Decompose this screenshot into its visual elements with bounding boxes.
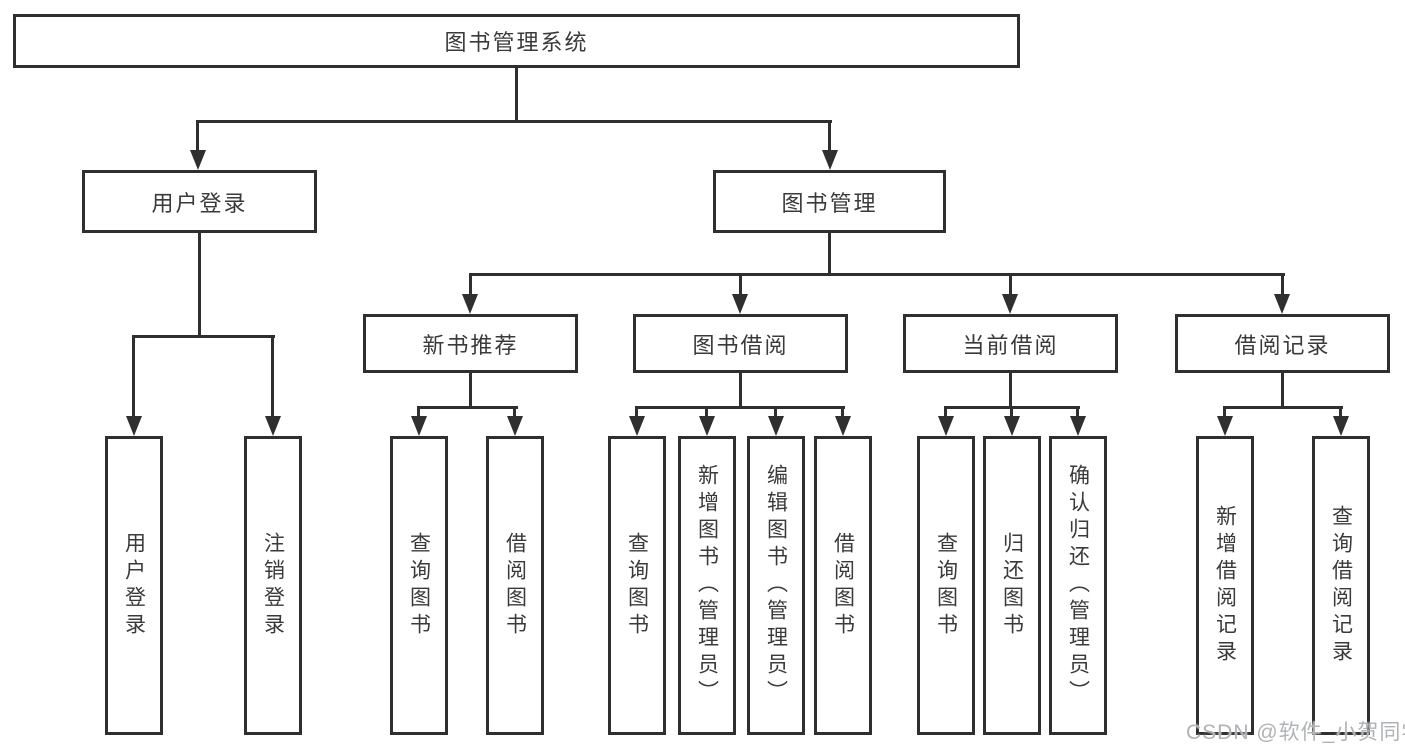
- node-borrowing-records: 借阅记录: [1175, 314, 1390, 373]
- arrow-down-icon: [732, 294, 748, 314]
- node-new-book-recommend: 新书推荐: [363, 314, 578, 373]
- leaf-confirm-return-admin: 确认归还（管理员）: [1049, 436, 1107, 735]
- node-borrowing-records-label: 借阅记录: [1234, 332, 1331, 358]
- connector-new-book-rail: [418, 406, 518, 409]
- node-current-borrowing-label: 当前借阅: [962, 332, 1059, 358]
- connector-drop: [705, 406, 708, 420]
- leaf-confirm-return-admin-label: 确认归还（管理员）: [1066, 464, 1090, 707]
- arrow-down-icon: [1070, 416, 1086, 436]
- connector-book-borrowing-rail: [636, 406, 845, 409]
- node-user-login-label: 用户登录: [151, 190, 248, 216]
- connector-root-stem: [515, 68, 518, 123]
- connector-borrowing-records-rail: [1224, 406, 1343, 409]
- arrow-down-icon: [265, 416, 281, 436]
- connector-to-leaf-logout: [271, 335, 274, 419]
- connector-to-book-management: [828, 120, 831, 153]
- connector-borrowing-records-stem: [1281, 373, 1284, 409]
- node-user-login: 用户登录: [82, 170, 317, 233]
- arrow-down-icon: [938, 416, 954, 436]
- connector-current-borrowing-stem: [1009, 373, 1012, 409]
- node-current-borrowing: 当前借阅: [903, 314, 1118, 373]
- connector-drop: [1339, 406, 1342, 420]
- connector-modules-rail: [469, 273, 1285, 276]
- connector-drop: [417, 406, 420, 420]
- node-new-book-recommend-label: 新书推荐: [422, 332, 519, 358]
- connector-drop: [1076, 406, 1079, 420]
- arrow-down-icon: [822, 150, 838, 170]
- connector-to-borrowing-records: [1281, 273, 1284, 297]
- leaf-return-books: 归还图书: [983, 436, 1041, 735]
- node-book-management: 图书管理: [713, 170, 946, 233]
- connector-drop: [1223, 406, 1226, 420]
- connector-to-new-book: [469, 273, 472, 297]
- leaf-borrow-books-recommend: 借阅图书: [486, 436, 544, 735]
- leaf-add-borrow-record: 新增借阅记录: [1196, 436, 1254, 735]
- leaf-add-borrow-record-label: 新增借阅记录: [1213, 504, 1237, 667]
- connector-drop: [1010, 406, 1013, 420]
- leaf-edit-books-admin-label: 编辑图书（管理员）: [764, 464, 788, 707]
- leaf-borrow-books-recommend-label: 借阅图书: [503, 531, 527, 640]
- connector-level2-rail: [197, 120, 832, 123]
- leaf-user-login-label: 用户登录: [122, 531, 146, 640]
- arrow-down-icon: [1274, 294, 1290, 314]
- arrow-down-icon: [629, 416, 645, 436]
- arrow-down-icon: [1333, 416, 1349, 436]
- arrow-down-icon: [1217, 416, 1233, 436]
- connector-drop: [774, 406, 777, 420]
- connector-new-book-stem: [469, 373, 472, 409]
- leaf-add-books-admin-label: 新增图书（管理员）: [695, 464, 719, 707]
- arrow-down-icon: [699, 416, 715, 436]
- leaf-logout: 注销登录: [244, 436, 302, 735]
- leaf-query-books-recommend: 查询图书: [390, 436, 448, 735]
- leaf-add-books-admin: 新增图书（管理员）: [678, 436, 736, 735]
- arrow-down-icon: [1004, 416, 1020, 436]
- node-book-borrowing: 图书借阅: [633, 314, 848, 373]
- leaf-return-books-label: 归还图书: [1000, 531, 1024, 640]
- arrow-down-icon: [411, 416, 427, 436]
- connector-user-login-rail: [133, 335, 275, 338]
- arrow-down-icon: [507, 416, 523, 436]
- arrow-down-icon: [190, 150, 206, 170]
- arrow-down-icon: [835, 416, 851, 436]
- node-library-system-label: 图书管理系统: [444, 30, 589, 55]
- connector-book-borrowing-stem: [739, 373, 742, 409]
- csdn-watermark: CSDN @软件_小贺同学: [1186, 721, 1405, 744]
- connector-drop: [944, 406, 947, 420]
- leaf-borrow-books-label: 借阅图书: [831, 531, 855, 640]
- leaf-query-borrow-record: 查询借阅记录: [1312, 436, 1370, 735]
- connector-to-leaf-user-login: [132, 335, 135, 419]
- connector-drop: [635, 406, 638, 420]
- connector-drop: [841, 406, 844, 420]
- arrow-down-icon: [462, 294, 478, 314]
- leaf-query-books-recommend-label: 查询图书: [407, 531, 431, 640]
- connector-drop: [513, 406, 516, 420]
- leaf-edit-books-admin: 编辑图书（管理员）: [747, 436, 805, 735]
- node-book-borrowing-label: 图书借阅: [692, 332, 789, 358]
- arrow-down-icon: [768, 416, 784, 436]
- leaf-query-books-borrowing: 查询图书: [608, 436, 666, 735]
- arrow-down-icon: [126, 416, 142, 436]
- connector-to-user-login: [196, 120, 199, 153]
- connector-user-login-stem: [198, 233, 201, 338]
- connector-to-book-borrowing: [739, 273, 742, 297]
- arrow-down-icon: [1002, 294, 1018, 314]
- leaf-user-login: 用户登录: [105, 436, 163, 735]
- connector-book-management-stem: [828, 233, 831, 276]
- leaf-query-books-current: 查询图书: [917, 436, 975, 735]
- leaf-query-books-current-label: 查询图书: [934, 531, 958, 640]
- leaf-query-borrow-record-label: 查询借阅记录: [1329, 504, 1353, 667]
- connector-to-current-borrowing: [1009, 273, 1012, 297]
- node-library-system: 图书管理系统: [13, 14, 1020, 68]
- node-book-management-label: 图书管理: [781, 190, 878, 216]
- leaf-logout-label: 注销登录: [261, 531, 285, 640]
- leaf-query-books-borrowing-label: 查询图书: [625, 531, 649, 640]
- leaf-borrow-books: 借阅图书: [814, 436, 872, 735]
